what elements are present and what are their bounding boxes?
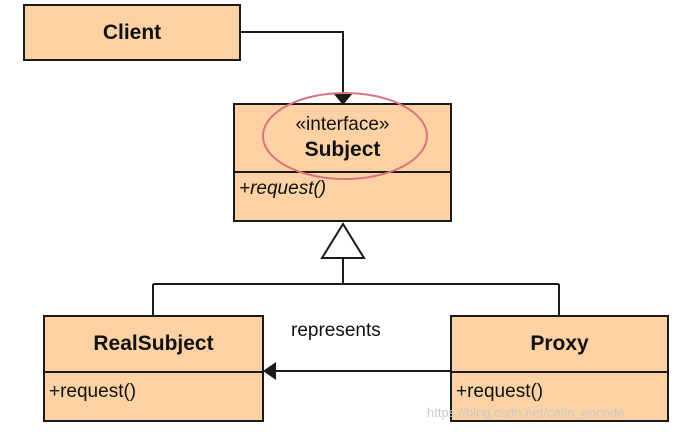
watermark-text: https://blog.csdn.net/calm_encode bbox=[427, 405, 625, 420]
realsubject-operation: +request() bbox=[49, 381, 137, 402]
represents-label: represents bbox=[291, 320, 381, 341]
proxy-to-realsubject-arrowhead bbox=[263, 362, 276, 380]
client-box: Client bbox=[23, 4, 241, 61]
subject-interface-box: «interface» Subject +request() bbox=[233, 103, 452, 222]
client-to-subject-edge bbox=[241, 31, 344, 94]
proxy-name-compartment: Proxy bbox=[452, 317, 667, 373]
subject-name-compartment: «interface» Subject bbox=[235, 105, 450, 173]
realsubject-name-compartment: RealSubject bbox=[45, 317, 262, 373]
client-name: Client bbox=[102, 20, 162, 44]
realsubject-operations-compartment: +request() bbox=[45, 373, 262, 403]
proxy-class-box: Proxy +request() bbox=[450, 315, 669, 422]
proxy-operation: +request() bbox=[456, 381, 544, 402]
proxy-operations-compartment: +request() bbox=[452, 373, 667, 403]
realsubject-class-box: RealSubject +request() bbox=[43, 315, 264, 422]
proxy-name: Proxy bbox=[530, 332, 589, 355]
subject-stereotype: «interface» bbox=[295, 114, 390, 135]
realization-triangle-head bbox=[320, 222, 366, 259]
subject-operation: +request() bbox=[239, 178, 327, 199]
subject-name: Subject bbox=[304, 138, 381, 161]
realsubject-name: RealSubject bbox=[93, 332, 214, 355]
subject-operations-compartment: +request() bbox=[235, 173, 450, 200]
